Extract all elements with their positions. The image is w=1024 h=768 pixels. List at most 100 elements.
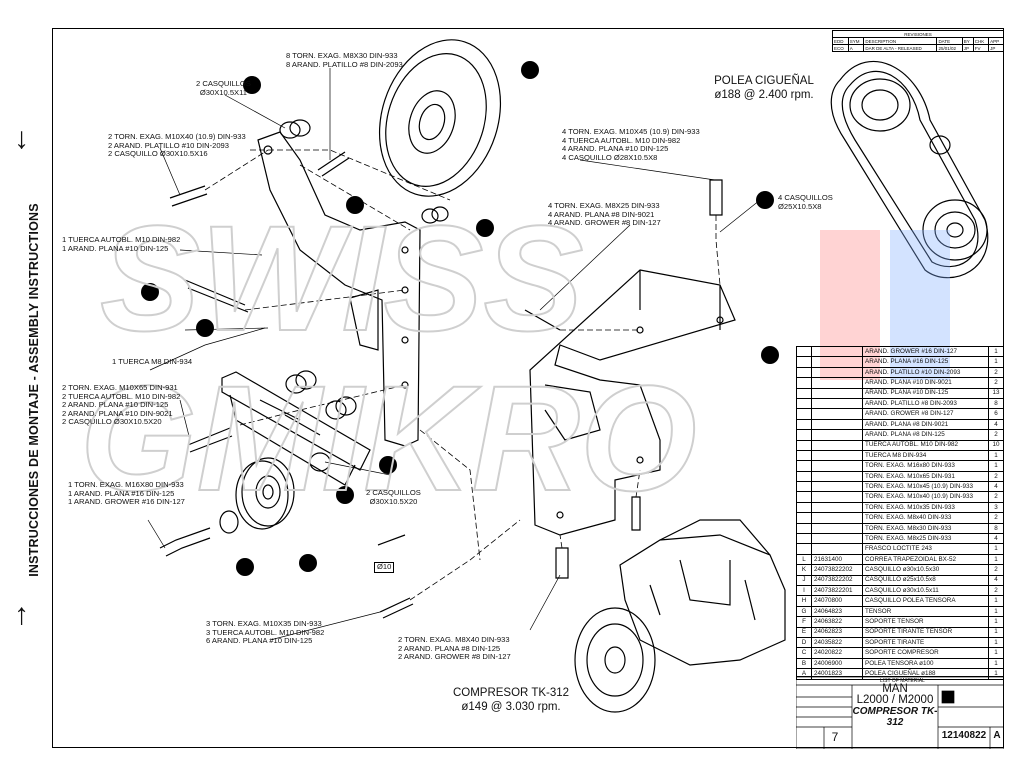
revision-letter: A (993, 730, 1001, 741)
bom-quantity: 2 (988, 584, 1004, 597)
bom-quantity: 2 (988, 491, 1004, 503)
pulley-title: POLEA CIGUEÑAL (714, 75, 814, 87)
bom-number (811, 356, 863, 368)
bom-description: CASQUILLO ø25x10.5x8 (862, 574, 989, 587)
balloon-e (196, 319, 214, 337)
bom-description: SOPORTE TIRANTE (862, 636, 989, 649)
callout-line: 2 ARAND. PLANA #10 DIN-125 (62, 400, 169, 410)
bom-letter (796, 449, 812, 462)
callout-line: 2 TUERCA AUTOBL. M10 DIN-982 (62, 391, 181, 401)
bom-quantity: 2 (988, 366, 1004, 379)
bom-quantity: 2 (988, 377, 1004, 389)
rev-col: DESCRIPTION (863, 37, 938, 45)
bom-letter: L (796, 553, 812, 566)
bom-description: TUERCA AUTOBL. M10 DIN-982 (862, 439, 989, 451)
bom-letter: E (796, 626, 812, 638)
bom-quantity: 1 (988, 553, 1004, 566)
title-block (796, 676, 1004, 749)
bom-number (811, 439, 863, 451)
title-model: MAN (882, 683, 908, 695)
bom-quantity: 6 (988, 408, 1004, 420)
sheet-number: 7 (831, 730, 839, 744)
callout-bushings-top: 2 CASQUILLOS ø30x10.5x11 (196, 79, 251, 97)
bom-letter (796, 522, 812, 535)
bom-quantity: 1 (988, 460, 1004, 472)
item-balloons (141, 61, 779, 576)
bom-description: TORN. EXAG. M8x30 DIN-933 (862, 522, 989, 535)
callout-line: 1 ARAND. GROWER #16 DIN-127 (68, 497, 185, 507)
callout-diameter-10: ø10 (374, 562, 395, 573)
callout-bracket-bolts: 2 TORN. EXAG. M10x40 (10.9) DIN-933 2 AR… (108, 132, 246, 159)
bom-description: TORN. EXAG. M10x65 DIN-931 (862, 470, 989, 483)
rev-cell: DAR DE ALTA - RELEASED (863, 44, 938, 52)
rev-col: BY (961, 37, 974, 45)
bom-number (811, 387, 863, 399)
bom-description: ARAND. PLANA #8 DIN-125 (862, 429, 989, 441)
callout-line: 2 CASQUILLO ø30x10.5x16 (108, 149, 208, 159)
rev-cell: 25/01/02 (936, 44, 963, 52)
callout-line: 4 TORN. EXAG. M8x25 DIN-933 (548, 201, 660, 210)
balloon-j (756, 191, 774, 209)
bom-quantity: 1 (988, 657, 1004, 670)
bom-number (811, 491, 863, 503)
bom-letter (796, 377, 812, 389)
bom-letter (796, 481, 812, 493)
bom-quantity: 4 (988, 533, 1004, 545)
callout-line: 4 TUERCA AUTOBL. M10 DIN-982 (562, 135, 681, 145)
bom-quantity: 4 (988, 574, 1004, 587)
bom-number (811, 481, 863, 493)
callout-line: 4 ARAND. PLANA #8 DIN-9021 (548, 209, 655, 219)
bom-letter (796, 418, 812, 431)
revisions-header: REVISIONES (832, 30, 1004, 38)
callout-line: 3 TUERCA AUTOBL. M10 DIN-982 (206, 627, 325, 637)
bom-letter (796, 356, 812, 368)
rev-cell: ECO (832, 44, 849, 52)
bom-letter (796, 345, 812, 358)
bom-letter: C (796, 647, 812, 659)
bom-description: TORN. EXAG. M10x45 (10.9) DIN-933 (862, 481, 989, 493)
bom-letter (796, 491, 812, 503)
bom-description: ARAND. PLATILLO #10 DIN-2093 (862, 366, 989, 379)
bom-number: 24073822202 (811, 574, 863, 587)
callout-line: 6 ARAND. PLANA #10 DIN-125 (206, 636, 313, 646)
bom-quantity: 1 (988, 626, 1004, 638)
bom-letter: D (796, 636, 812, 649)
belt-drive-thumbnail (830, 60, 989, 279)
bom-quantity: 1 (988, 647, 1004, 659)
compressor-part (574, 519, 786, 713)
callout-line: 2 CASQUILLO ø30x10.5x20 (62, 417, 162, 427)
bom-number (811, 533, 863, 545)
crankshaft-pulley-label: POLEA CIGUEÑAL ø188 @ 2.400 rpm. (704, 74, 824, 102)
bom-description: SOPORTE TIRANTE TENSOR (862, 626, 989, 638)
bom-quantity: 2 (988, 512, 1004, 524)
callout-line: 1 TORN. EXAG. M16x80 DIN-933 (68, 480, 184, 489)
callout-line: 2 ARAND. PLATILLO #10 DIN-2093 (108, 140, 229, 150)
bom-letter: H (796, 595, 812, 607)
bom-number (811, 366, 863, 379)
bom-description: CASQUILLO POLEA TENSORA (862, 595, 989, 607)
bom-quantity: 1 (988, 543, 1004, 555)
revisions-columns: EDD SYM DESCRIPTION DATE BY CHK APP (832, 37, 1004, 45)
bom-description: ARAND. GROWER #8 DIN-127 (862, 408, 989, 420)
callout-tensioner-arm-bolts: 2 TORN. EXAG. M10x65 DIN-931 2 TUERCA AU… (62, 383, 181, 427)
callout-line: ø30x10.5x20 (369, 496, 418, 506)
bom-number (811, 512, 863, 524)
bom-description: FRASCO LOCTITE 243 (862, 543, 989, 555)
bom-letter (796, 429, 812, 441)
balloon-a (521, 61, 539, 79)
